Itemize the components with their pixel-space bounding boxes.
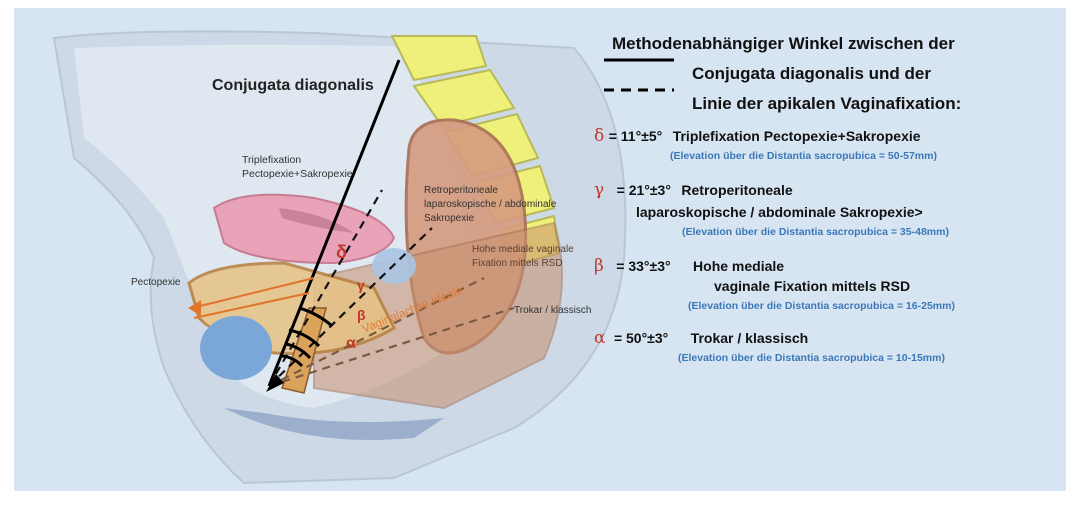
fixation-lines [268, 189, 515, 388]
entry-alpha-symbol: α [594, 328, 606, 348]
symphysis-pubis [200, 316, 272, 380]
entry-gamma-desc1: Retroperitoneale [681, 182, 793, 198]
entry-gamma-desc2: laparoskopische / abdominale Sakropexie> [636, 204, 923, 220]
entry-alpha: α = 50°±3° Trokar / klassisch [594, 328, 808, 348]
entry-delta: δ = 11°±5° Triplefixation Pectopexie+Sak… [594, 126, 921, 146]
hohe-label-line1: Hohe mediale vaginale [472, 244, 574, 255]
alpha-line [268, 306, 515, 388]
delta-line [268, 189, 383, 387]
retro-label-line3: Sakropexie [424, 213, 474, 224]
retro-label-line2: laparoskopische / abdominale [424, 199, 557, 210]
entry-delta-angle: = 11°±5° [608, 128, 663, 144]
beta-letter: β [357, 307, 366, 323]
entry-delta-elevation: (Elevation über die Distantia sacropubic… [670, 150, 937, 162]
legend-line-samples [604, 58, 674, 92]
entry-beta-angle: = 33°±3° [616, 258, 671, 274]
entry-beta: β = 33°±3° Hohe mediale [594, 256, 784, 276]
entry-beta-desc2: vaginale Fixation mittels RSD [714, 278, 911, 294]
entry-delta-desc: Triplefixation Pectopexie+Sakropexie [672, 128, 921, 144]
entry-beta-desc1: Hohe mediale [693, 258, 785, 274]
pelvic-anatomy-diagram: δ γ β α Conjugata diagonalis Triplefixat… [52, 30, 627, 485]
alpha-letter: α [346, 335, 356, 352]
angle-arcs [281, 306, 333, 368]
legend-title-line2: Conjugata diagonalis und der [692, 64, 931, 83]
perineum [224, 408, 444, 440]
entry-gamma-symbol: γ [594, 180, 605, 200]
apex-arrow [266, 374, 284, 392]
entry-alpha-angle: = 50°±3° [613, 330, 669, 346]
pectopexie-label: Pectopexie [131, 277, 181, 288]
gamma-line [268, 227, 433, 387]
gamma-letter: γ [357, 277, 365, 293]
retro-label-line1: Retroperitoneale [424, 185, 498, 196]
hohe-label-line2: Fixation mittels RSD [472, 258, 563, 269]
legend: Methodenabhängiger Winkel zwischen der C… [584, 28, 1054, 138]
entry-alpha-elevation: (Elevation über die Distantia sacropubic… [678, 352, 945, 364]
legend-title-line3: Linie der apikalen Vaginafixation: [692, 94, 962, 113]
entry-alpha-desc: Trokar / klassisch [690, 330, 809, 346]
bladder-inner [279, 208, 354, 233]
conjugata-label: Conjugata diagonalis [212, 77, 374, 94]
entry-beta-symbol: β [594, 256, 604, 276]
entry-gamma-elevation: (Elevation über die Distantia sacropubic… [682, 226, 949, 238]
entry-delta-symbol: δ [594, 126, 605, 146]
legend-title-line1: Methodenabhängiger Winkel zwischen der [612, 34, 955, 53]
entry-gamma-angle: = 21°±3° [616, 182, 671, 198]
entry-gamma: γ = 21°±3° Retroperitoneale [594, 180, 793, 200]
entry-beta-elevation: (Elevation über die Distantia sacropubic… [688, 300, 955, 312]
trokar-label: Trokar / klassisch [514, 305, 591, 316]
triple-label-line2: Pectopexie+Sakropexie [242, 168, 353, 180]
figure-panel: δ γ β α Conjugata diagonalis Triplefixat… [14, 8, 1066, 491]
beta-line [268, 277, 485, 387]
vaginal-axis-arrows [188, 277, 315, 319]
delta-letter: δ [336, 242, 347, 262]
triple-label-line1: Triplefixation [242, 154, 301, 166]
